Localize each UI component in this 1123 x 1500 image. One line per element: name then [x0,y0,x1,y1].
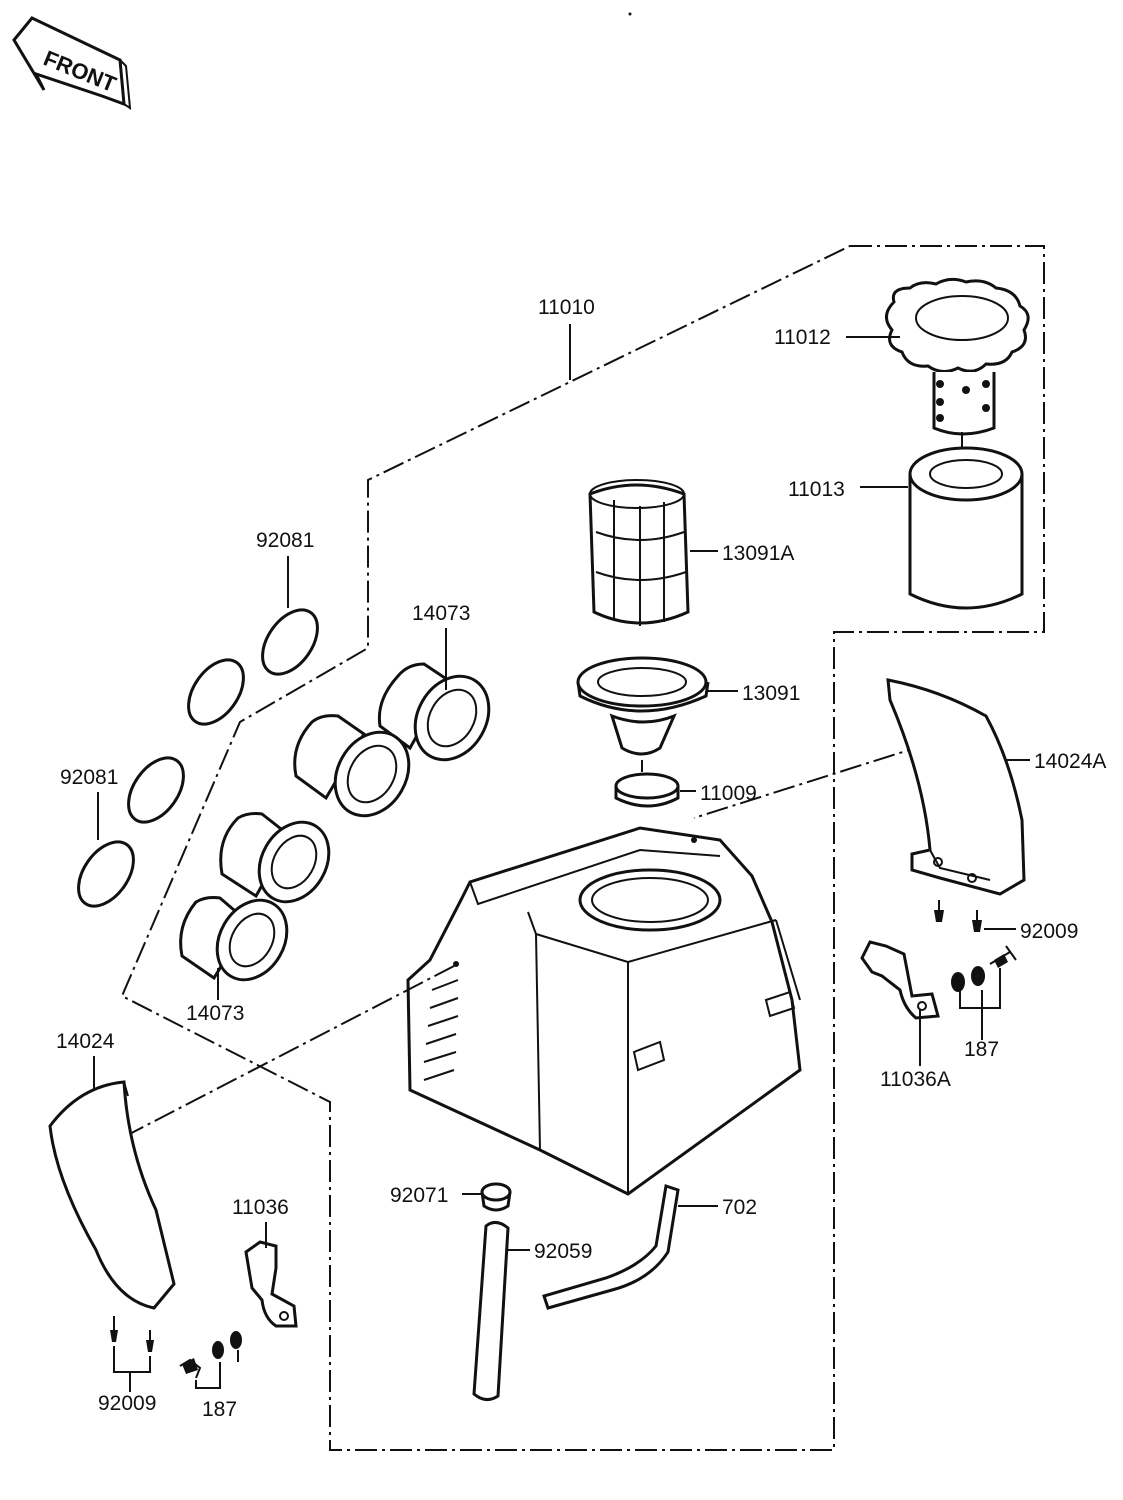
nut-left-set [179,1331,242,1379]
screen-funnel [576,656,710,756]
bolt-left-label: 92009 [98,1392,156,1415]
side-cover-right [886,678,1026,896]
element-cap [885,277,1030,436]
ring-upper-label: 92081 [256,529,314,552]
duct-upper-label: 14073 [412,602,470,625]
nut-left-bracket-line [195,1362,221,1389]
bolt-right-label: 92009 [1020,920,1078,943]
cover-right-link [693,743,929,819]
bracket-right-label: 11036A [880,1068,951,1091]
small-cap-label: 11009 [700,782,757,805]
cover-left-label: 14024 [56,1030,115,1053]
side-cover-left [48,1080,176,1310]
nut-left-label: 187 [202,1398,237,1421]
nut-right-bracket-line [959,968,1001,1009]
nut-right-label: 187 [964,1038,999,1061]
screen-a-label: 13091A [722,542,794,565]
screen-label: 13091 [742,682,800,705]
screen-cage [588,479,690,626]
bolt-left-set [110,1316,154,1352]
drain-tube-label: 92059 [534,1240,592,1263]
bracket-right [860,940,940,1020]
plug-label: 92071 [390,1184,448,1207]
drain-plug [480,1182,512,1212]
bolt-right-set [934,900,982,932]
duct-lower-label: 14073 [186,1002,244,1025]
breather-hose [542,1184,680,1310]
air-box-housing [406,826,802,1196]
air-filter-element [908,446,1024,610]
bracket-left [244,1240,298,1328]
assembly-label: 11010 [538,296,595,319]
o-ring-set [77,608,319,908]
bolt-left-bracket-line [113,1346,151,1373]
ring-lower-label: 92081 [60,766,118,789]
element-cap-label: 11012 [774,326,831,349]
hose-label: 702 [722,1196,757,1219]
intake-duct-set [179,662,491,982]
assembly-boundary [120,245,1045,1451]
front-arrow-icon: FRONT [12,16,132,110]
bracket-left-label: 11036 [232,1196,289,1219]
cover-right-label: 14024A [1034,750,1106,773]
element-label: 11013 [788,478,845,501]
small-cap [614,772,680,808]
nut-right-set [951,945,1017,992]
cover-left-link [117,965,455,1141]
drain-tube [472,1221,510,1401]
